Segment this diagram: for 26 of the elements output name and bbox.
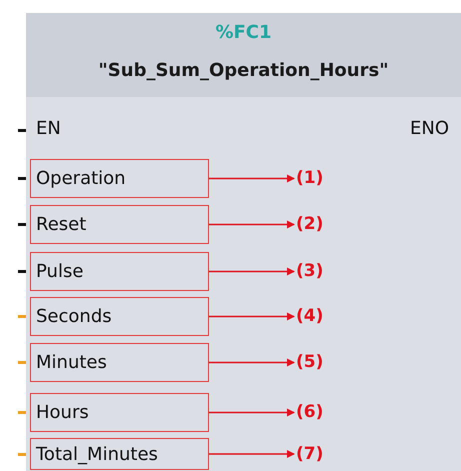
callout-number: (7) [296, 444, 324, 464]
arrow [209, 312, 295, 320]
arrow [209, 174, 295, 182]
arrow [209, 358, 295, 366]
callout-number: (1) [296, 168, 324, 188]
arrow [209, 450, 295, 458]
pin-name: Hours [30, 393, 209, 432]
arrow [209, 220, 295, 228]
pin-name: Pulse [30, 252, 209, 291]
callout-number: (3) [296, 261, 324, 281]
callout-number: (2) [296, 214, 324, 234]
pin-name: Total_Minutes [30, 438, 209, 470]
callout-number: (6) [296, 402, 324, 422]
pin-name: Seconds [30, 297, 209, 336]
arrow [209, 408, 295, 416]
block-name: "Sub_Sum_Operation_Hours" [98, 60, 389, 81]
callout-number: (5) [296, 352, 324, 372]
arrow [209, 268, 295, 276]
callout-number: (4) [296, 306, 324, 326]
pin-name: EN [36, 118, 61, 140]
function-block [26, 13, 461, 471]
pin-name: ENO [410, 118, 449, 140]
block-number: %FC1 [215, 22, 272, 43]
pin-name: Operation [30, 159, 209, 198]
pin-name: Minutes [30, 343, 209, 382]
pin-name: Reset [30, 205, 209, 244]
